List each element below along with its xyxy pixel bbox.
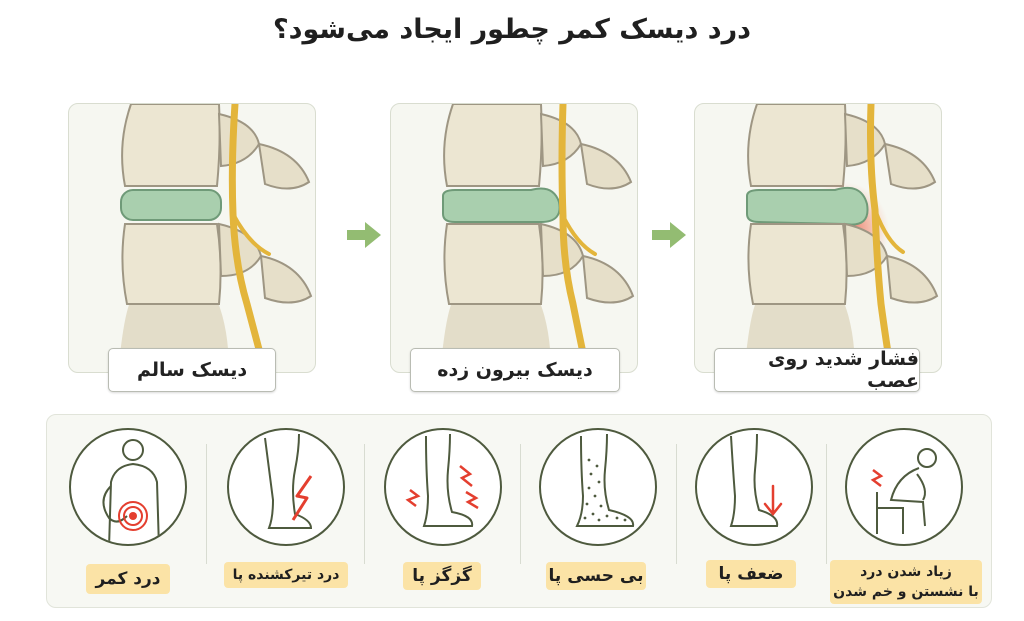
divider (676, 444, 677, 564)
shooting-leg-pain-icon (227, 428, 345, 546)
stage-healthy-disc (68, 103, 316, 373)
stage-label-herniated: دیسک بیرون زده (410, 348, 620, 392)
back-pain-icon (69, 428, 187, 546)
compressed-nerve (867, 104, 895, 372)
symptom-label-line: زیاد شدن درد (860, 564, 952, 580)
page-title: درد دیسک کمر چطور ایجاد می‌شود؟ (272, 14, 752, 45)
upper-vertebra (121, 104, 311, 190)
stage-label-healthy: دیسک سالم (108, 348, 276, 392)
disc-shape (120, 189, 222, 221)
nerve (228, 104, 269, 372)
tingling-icon (384, 428, 502, 546)
spine-illustration (119, 104, 313, 372)
numbness-icon (539, 428, 657, 546)
spine-illustration (745, 104, 939, 372)
symptom-label-sitting-pain: زیاد شدن درد با نشستن و خم شدن (830, 560, 982, 604)
arrow-right-icon (652, 222, 686, 248)
upper-vertebra (443, 104, 633, 190)
symptom-label-line: با نشستن و خم شدن (833, 584, 979, 600)
spine-illustration (441, 104, 635, 372)
stage-label-compression: فشار شدید روی عصب (714, 348, 920, 392)
divider (364, 444, 365, 564)
weakness-icon (695, 428, 813, 546)
arrow-down-icon (763, 484, 783, 517)
upper-vertebra (747, 104, 937, 190)
arrow-right-icon (347, 222, 381, 248)
divider (520, 444, 521, 564)
nerve (558, 104, 591, 372)
symptom-label-tingling: گزگز پا (403, 562, 481, 590)
bulging-disc-shape (746, 186, 869, 226)
symptom-label-back-pain: درد کمر (86, 564, 170, 594)
lower-vertebra (747, 222, 939, 305)
symptom-label-numbness: بی حسی پا (546, 562, 646, 590)
symptom-label-shooting-pain: درد تیرکشنده پا (224, 562, 348, 588)
symptom-label-weakness: ضعف پا (706, 560, 796, 588)
stage-nerve-compression (694, 103, 942, 373)
lower-vertebra (443, 222, 635, 305)
lower-vertebra (121, 222, 313, 305)
stage-herniated-disc (390, 103, 638, 373)
bulging-disc-shape (442, 187, 561, 223)
divider (206, 444, 207, 564)
divider (826, 444, 827, 564)
sitting-pain-icon (845, 428, 963, 546)
